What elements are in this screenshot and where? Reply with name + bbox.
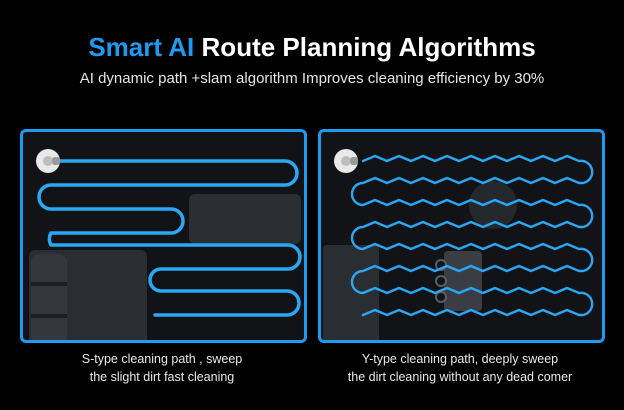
s-type-path-illustration <box>29 149 302 340</box>
s-type-caption: S-type cleaning path , sweep the slight … <box>12 350 312 386</box>
y-type-path-illustration <box>323 149 594 340</box>
title-accent: Smart AI <box>88 32 195 62</box>
y-type-caption-line1: Y-type cleaning path, deeply sweep <box>361 352 559 366</box>
page-title: Smart AI Route Planning Algorithms <box>0 32 624 63</box>
s-type-caption-line1: S-type cleaning path , sweep <box>81 352 243 366</box>
s-type-caption-line2: the slight dirt fast cleaning <box>89 370 235 384</box>
table-shape <box>189 194 301 244</box>
s-type-route-line <box>37 159 302 317</box>
sofa-arm <box>31 254 67 340</box>
y-type-route-line <box>350 154 594 317</box>
cabinet-shape <box>323 245 379 340</box>
round-table-shape <box>469 181 517 229</box>
y-type-path-panel <box>318 129 605 343</box>
page-subtitle: AI dynamic path +slam algorithm Improves… <box>79 70 545 87</box>
y-type-caption-line2: the dirt cleaning without any dead comer <box>347 370 573 384</box>
title-rest: Route Planning Algorithms <box>201 32 536 62</box>
y-type-caption: Y-type cleaning path, deeply sweep the d… <box>310 350 610 386</box>
y-route-zigzag <box>350 154 594 317</box>
s-type-path-panel <box>20 129 307 343</box>
chair-shape <box>444 251 482 311</box>
